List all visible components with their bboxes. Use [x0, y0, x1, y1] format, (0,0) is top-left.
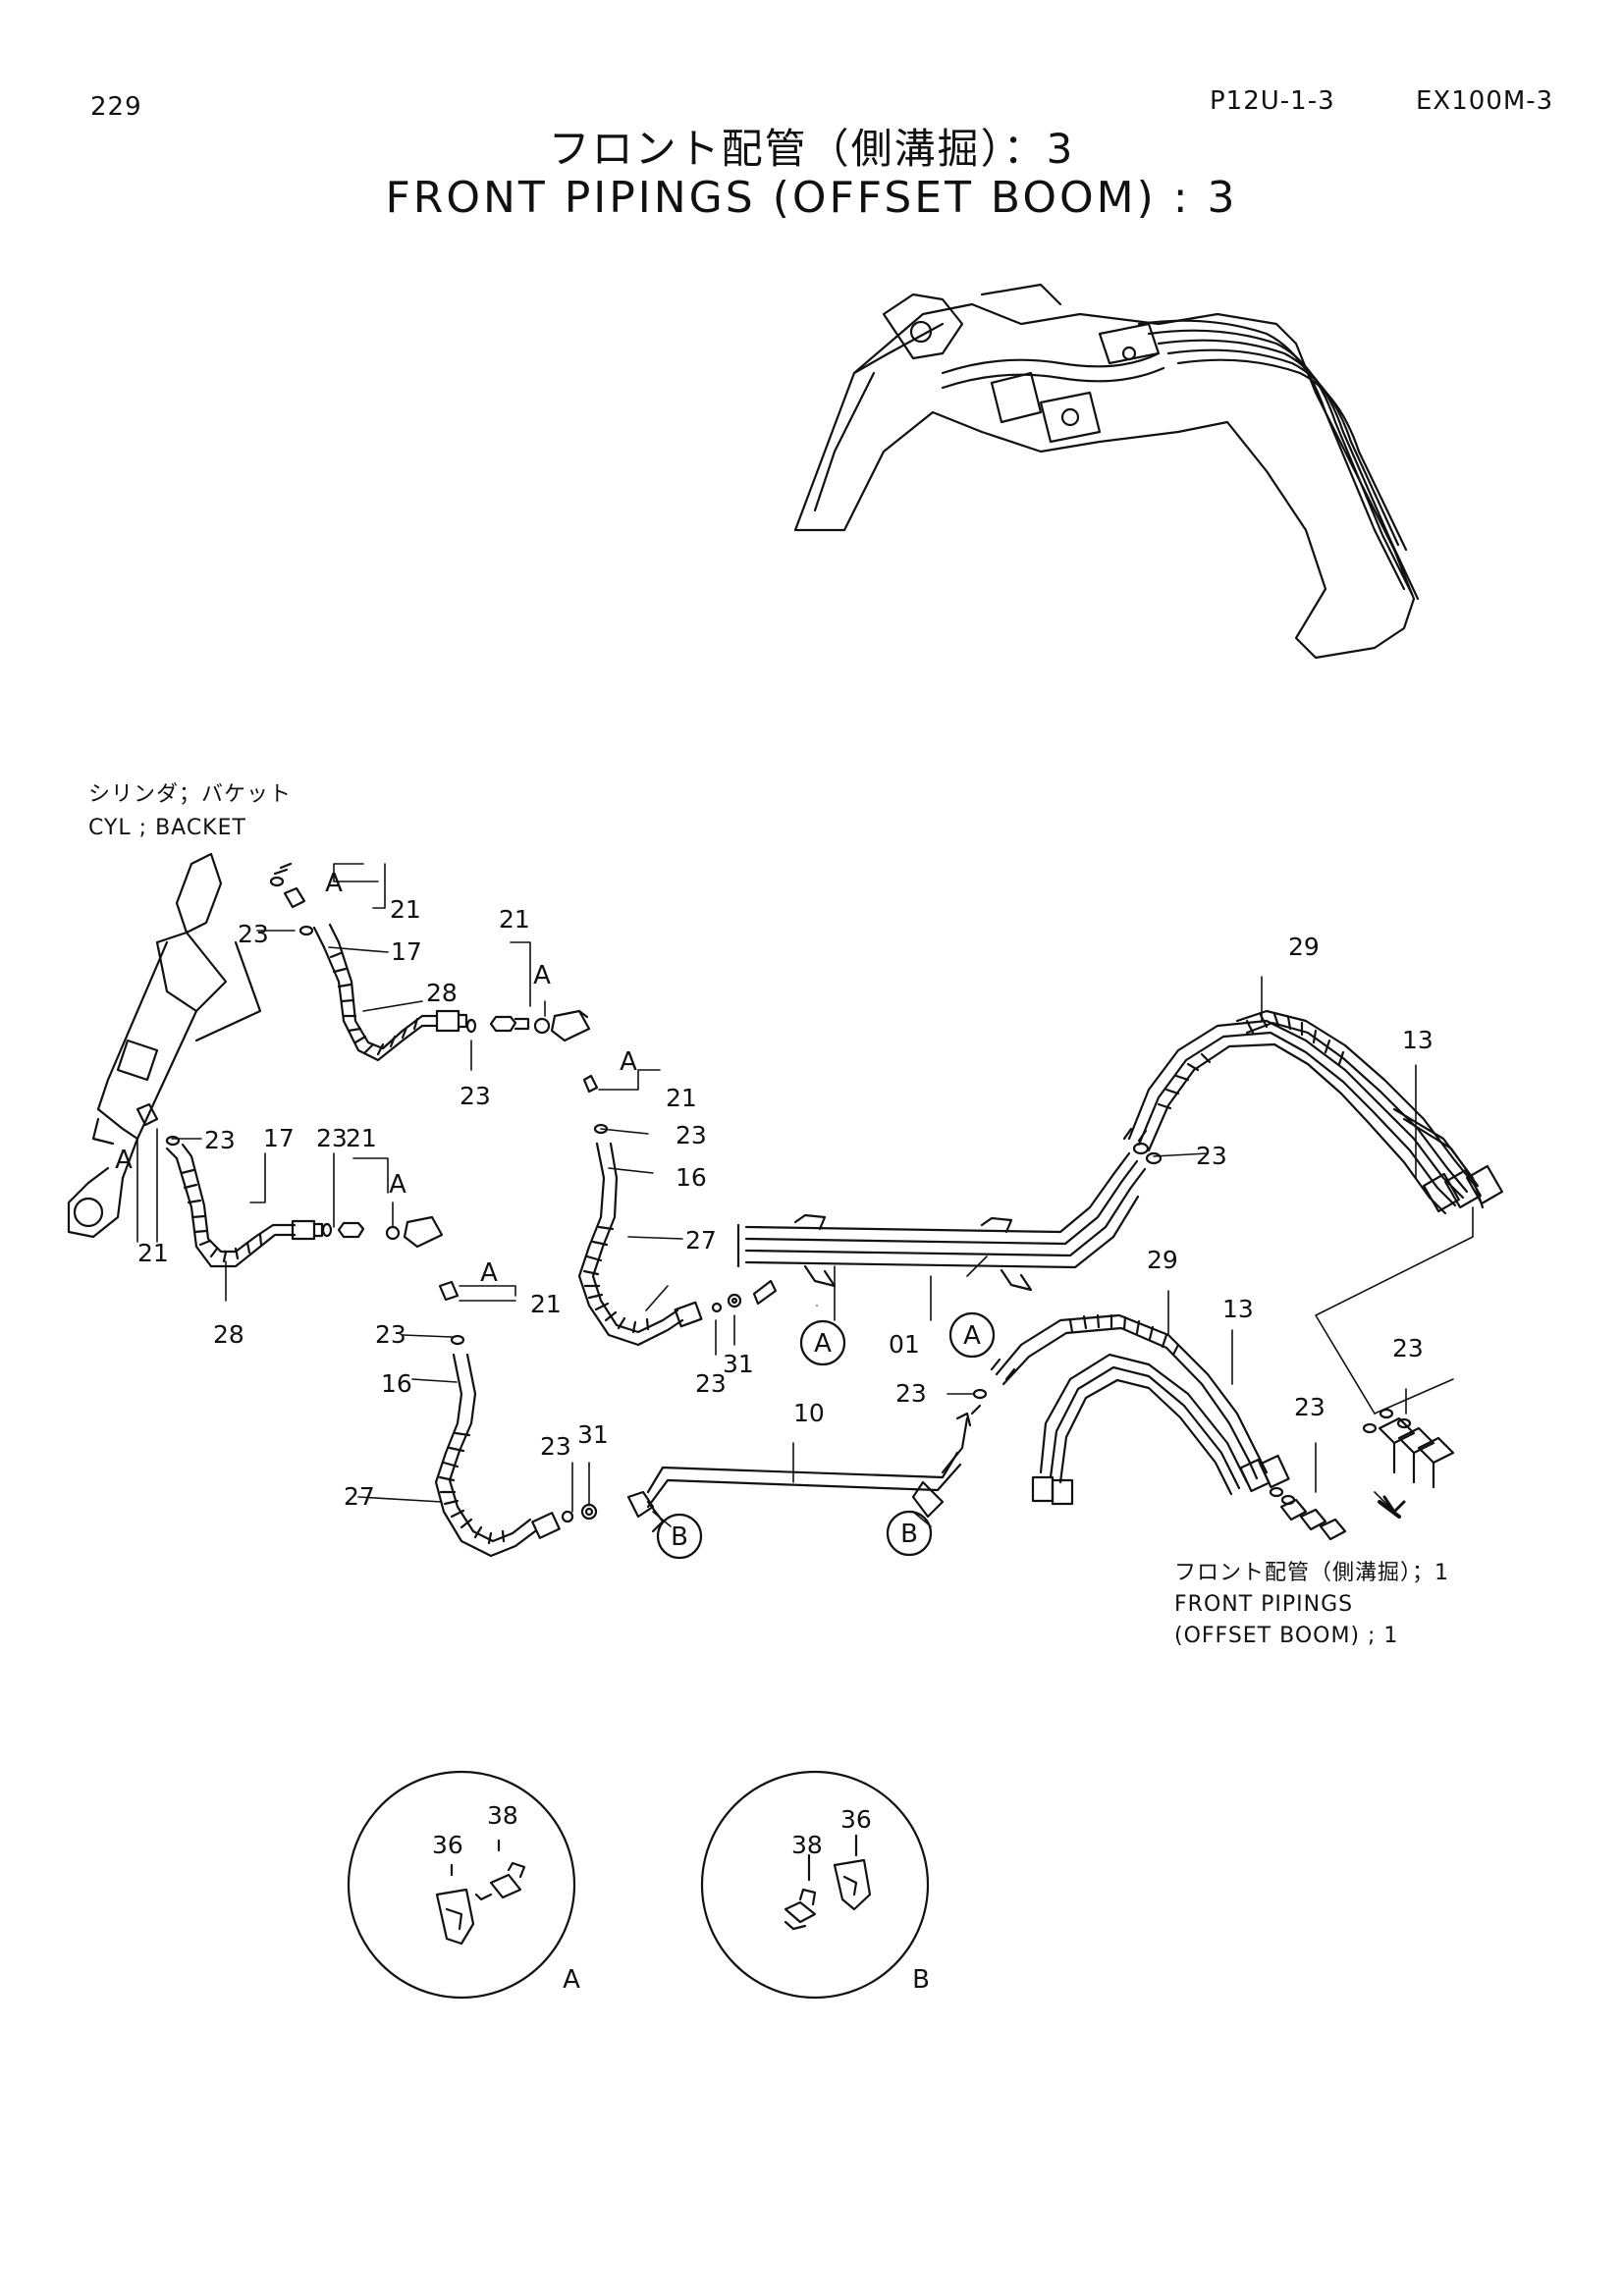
- part-number: 38: [487, 1801, 518, 1830]
- callout-a: A: [480, 1258, 498, 1288]
- callout-a: A: [620, 1047, 637, 1077]
- part-number: 27: [344, 1482, 375, 1511]
- part-number: 28: [213, 1320, 244, 1349]
- part-number: 23: [316, 1124, 348, 1152]
- page-number: 229: [90, 92, 142, 122]
- hose-bundle-29-upper: [1122, 1009, 1503, 1215]
- part-number-labels: 21 23 17 28 23 21 21 23 16 27 23 17 23 2…: [137, 895, 1434, 1859]
- callout-letters: A A A A A A A A B B A B: [115, 869, 981, 1995]
- model-code: EX100M-3: [1416, 86, 1554, 116]
- part-number: 23: [895, 1379, 927, 1408]
- callout-a: A: [533, 961, 551, 990]
- part-number: 23: [238, 920, 269, 948]
- drawing-code: P12U-1-3: [1210, 86, 1335, 116]
- part-number: 38: [791, 1831, 823, 1859]
- part-number: 23: [540, 1432, 571, 1461]
- callout-a: A: [115, 1146, 133, 1175]
- part-number: 28: [426, 979, 458, 1007]
- part-number: 31: [723, 1350, 754, 1378]
- pipe-assembly-01: [736, 1142, 1163, 1292]
- part-number: 21: [137, 1239, 169, 1267]
- reference-label-jp: フロント配管（側溝掘）；1: [1174, 1561, 1449, 1585]
- part-number: 16: [676, 1163, 707, 1192]
- callout-b: B: [671, 1522, 688, 1552]
- hose-28-upper: [312, 923, 468, 1062]
- part-number: 29: [1147, 1246, 1178, 1274]
- callout-a: A: [389, 1170, 406, 1200]
- part-number: 17: [391, 937, 422, 966]
- pipe-10: [626, 1388, 988, 1533]
- part-number: 13: [1402, 1026, 1434, 1054]
- part-number: 21: [390, 895, 421, 924]
- part-number: 23: [460, 1082, 491, 1110]
- part-number: 16: [381, 1369, 412, 1398]
- part-number: 17: [263, 1124, 295, 1152]
- part-number: 29: [1288, 933, 1320, 961]
- callout-a: A: [814, 1329, 832, 1359]
- callout-a: A: [325, 869, 343, 898]
- part-number: 21: [346, 1124, 377, 1152]
- detail-label-b: B: [912, 1965, 930, 1995]
- hose-28-lower: [135, 1102, 444, 1268]
- hose-bundle-29-lower: [990, 1313, 1290, 1506]
- title-english: FRONT PIPINGS (OFFSET BOOM) : 3: [385, 173, 1238, 223]
- part-number: 21: [530, 1290, 562, 1318]
- reference-label-en-2: (OFFSET BOOM) ; 1: [1174, 1624, 1399, 1648]
- cylinder-label-jp: シリンダ；バケット: [88, 782, 293, 807]
- hose-27-middle: [577, 1074, 778, 1347]
- fittings-upper-left: [269, 862, 591, 1042]
- cylinder-label-en: CYL ; BACKET: [88, 816, 246, 840]
- part-number: 23: [1392, 1334, 1424, 1362]
- part-number: 23: [204, 1126, 236, 1154]
- callout-a: A: [963, 1321, 981, 1351]
- boom-overview-drawing: [793, 283, 1420, 660]
- bucket-cylinder-drawing: [67, 852, 262, 1239]
- part-number: 23: [695, 1369, 727, 1398]
- detail-label-a: A: [563, 1965, 580, 1995]
- part-number: 23: [375, 1320, 406, 1349]
- part-number: 31: [577, 1420, 609, 1449]
- part-number: 01: [889, 1330, 920, 1359]
- callout-b: B: [900, 1520, 918, 1549]
- part-number: 23: [1196, 1142, 1227, 1170]
- leader-lines: [136, 863, 1474, 1527]
- detail-view-a: [347, 1770, 576, 2000]
- reference-label-en-1: FRONT PIPINGS: [1174, 1592, 1354, 1617]
- part-number: 36: [840, 1805, 872, 1834]
- part-number: 13: [1222, 1295, 1254, 1323]
- hose-27-lower: [434, 1280, 598, 1558]
- part-number: 27: [685, 1226, 717, 1255]
- part-number: 23: [1294, 1393, 1325, 1421]
- bundle-connectors: [1269, 1408, 1455, 1541]
- part-number: 10: [793, 1399, 825, 1427]
- part-number: 23: [676, 1121, 707, 1149]
- part-number: 36: [432, 1831, 463, 1859]
- title-japanese: フロント配管（側溝掘）：3: [548, 125, 1075, 173]
- detail-view-b: [700, 1770, 930, 2000]
- part-number: 21: [499, 905, 530, 934]
- part-number: 21: [666, 1084, 697, 1112]
